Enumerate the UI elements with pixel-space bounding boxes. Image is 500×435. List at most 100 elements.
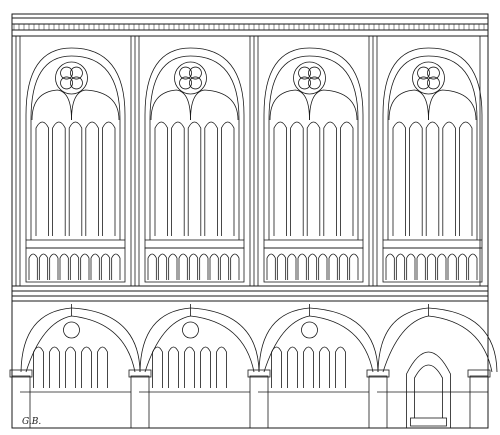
window-light <box>306 121 321 236</box>
tracery-foil <box>308 76 321 90</box>
gallery-panel <box>25 247 126 283</box>
gallery-niche <box>385 253 395 280</box>
gallery-panel <box>382 247 483 283</box>
lower-window-light <box>152 346 163 388</box>
vault-rib <box>258 307 310 373</box>
gallery-niche <box>447 253 457 280</box>
lower-window-light <box>81 346 92 388</box>
sub-arch <box>190 89 239 121</box>
gallery-niche <box>80 253 90 280</box>
gallery-niche <box>395 253 406 280</box>
engraver-signature: G.B. <box>22 417 42 427</box>
window-light <box>392 121 406 236</box>
lower-window-light <box>168 346 179 388</box>
gallery-niche <box>406 253 416 280</box>
vault-rib <box>71 307 141 373</box>
gallery-niche <box>69 253 80 280</box>
gallery-niche <box>437 253 447 280</box>
sub-arch <box>71 89 120 121</box>
vault-rib <box>139 307 191 373</box>
gallery-niche <box>59 253 69 280</box>
tracery-foil <box>417 66 430 80</box>
window-light <box>85 121 99 236</box>
tracery-foil <box>60 66 73 80</box>
arcade-column <box>368 375 388 429</box>
lower-trefoil <box>182 321 199 339</box>
tracery-foil <box>179 66 192 80</box>
gallery-rail <box>263 239 364 249</box>
sub-arch <box>428 89 477 121</box>
arcade-column <box>469 375 489 429</box>
gallery-niche <box>147 253 157 280</box>
gallery-niche <box>38 253 49 280</box>
gallery-niche <box>90 253 100 280</box>
tracery-foil <box>70 66 83 80</box>
tracery-foil <box>298 66 311 80</box>
window-light <box>154 121 168 236</box>
window-light <box>204 121 218 236</box>
window-light <box>221 121 235 236</box>
window-light <box>323 121 337 236</box>
gallery-niche <box>318 253 328 280</box>
window-arch-inner <box>30 55 121 240</box>
window-light <box>68 121 83 236</box>
gallery-niche <box>349 253 359 280</box>
gallery-niche <box>219 253 230 280</box>
lower-window-light <box>303 346 314 388</box>
window-light <box>52 121 66 236</box>
lower-window-light <box>33 346 44 388</box>
gallery-niche <box>287 253 297 280</box>
tracery-foil <box>427 76 440 90</box>
lower-window-light <box>49 346 60 388</box>
sub-arch <box>150 89 191 121</box>
gallery-niche <box>276 253 287 280</box>
upper-clerestory-tier <box>11 35 489 287</box>
lower-window-light <box>97 346 108 388</box>
window-arch-inner <box>387 55 478 240</box>
window-light <box>187 121 202 236</box>
gallery-niche <box>328 253 338 280</box>
arcade-arch <box>263 315 374 373</box>
sub-arch <box>269 89 310 121</box>
lower-window-light <box>319 346 330 388</box>
gallery-niche <box>307 253 318 280</box>
lower-arcade-tier <box>9 304 498 429</box>
lower-window-light <box>335 346 346 388</box>
gallery-niche <box>168 253 178 280</box>
window-light <box>459 121 473 236</box>
gallery-niche <box>416 253 426 280</box>
sub-arch <box>309 89 358 121</box>
gallery-niche <box>28 253 38 280</box>
window-arch-outer <box>263 47 364 240</box>
gallery-niche <box>297 253 307 280</box>
doorway-step <box>410 417 447 427</box>
lower-window-light <box>216 346 227 388</box>
vault-rib <box>190 307 260 373</box>
tracery-foil <box>427 66 440 80</box>
gallery-niche <box>266 253 276 280</box>
arcade-column <box>249 375 269 429</box>
tracery-foil <box>189 66 202 80</box>
gallery-rail <box>382 239 483 249</box>
gallery-niche <box>178 253 188 280</box>
tracery-foil <box>298 76 311 90</box>
gallery-niche <box>230 253 240 280</box>
window-arch-inner <box>268 55 359 240</box>
window-light <box>409 121 423 236</box>
lower-trefoil <box>301 321 318 339</box>
lower-window-light <box>271 346 282 388</box>
gallery-niche <box>209 253 219 280</box>
gallery-niche <box>199 253 209 280</box>
sub-arch <box>388 89 429 121</box>
clustered-shaft <box>479 35 489 287</box>
lower-window-light <box>200 346 211 388</box>
window-light <box>340 121 354 236</box>
tracery-foil <box>417 76 430 90</box>
arcade-arch <box>382 315 493 373</box>
window-light <box>102 121 116 236</box>
tracery-rose <box>55 61 88 95</box>
doorway-arch <box>406 351 451 428</box>
tracery-rose <box>174 61 207 95</box>
gallery-rail <box>25 239 126 249</box>
gallery-niche <box>188 253 199 280</box>
